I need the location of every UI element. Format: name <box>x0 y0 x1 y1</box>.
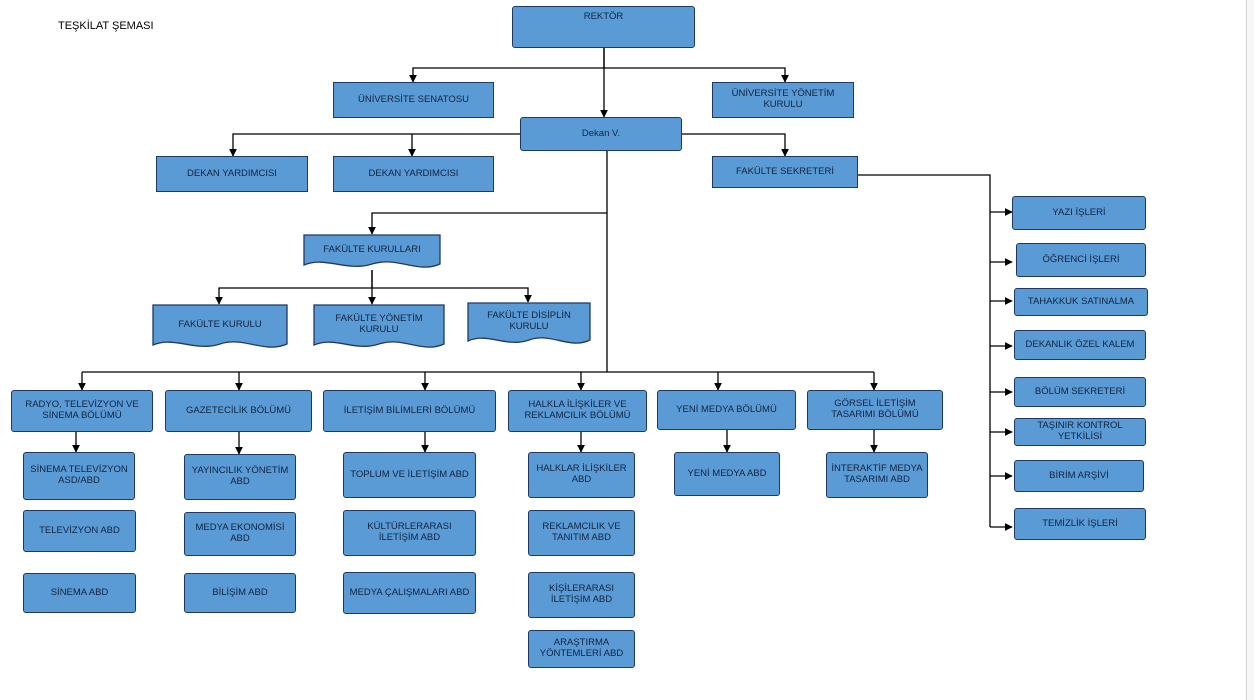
node-label: FAKÜLTE KURULU <box>178 318 262 330</box>
node-bolum-iletisim-bilimleri: İLETİŞİM BİLİMLERİ BÖLÜMÜ <box>323 390 496 432</box>
node-universite-yonetim-kurulu: ÜNİVERSİTE YÖNETİM KURULU <box>712 82 854 118</box>
node-abd-yayincilik: YAYINCILIK YÖNETİM ABD <box>184 454 296 500</box>
node-abd-interaktif-medya: İNTERAKTİF MEDYA TASARIMI ABD <box>826 452 928 498</box>
node-temizlik-isleri: TEMİZLİK İŞLERİ <box>1014 508 1146 540</box>
node-abd-kisilerarasi: KİŞİLERARASI İLETİŞİM ABD <box>528 572 635 618</box>
node-birim-arsivi: BİRİM ARŞİVİ <box>1014 460 1144 492</box>
node-dekan-yardimcisi-1: DEKAN YARDIMCISI <box>156 156 308 192</box>
node-abd-arastirma-yontemleri: ARAŞTIRMA YÖNTEMLERİ ABD <box>528 630 635 668</box>
node-label: FAKÜLTE KURULLARI <box>323 243 421 255</box>
node-abd-medya-ekonomisi: MEDYA EKONOMİSİ ABD <box>184 512 296 556</box>
node-fakulte-sekreteri: FAKÜLTE SEKRETERİ <box>712 156 858 188</box>
node-yazi-isleri: YAZI İŞLERİ <box>1012 196 1146 230</box>
node-abd-bilisim: BİLİŞİM ABD <box>184 573 296 613</box>
node-fakulte-disiplin-kurulu: FAKÜLTE DİSİPLİN KURULU <box>467 302 591 348</box>
node-tasinir-kontrol: TAŞINIR KONTROL YETKİLİSİ <box>1014 418 1146 446</box>
edge-rektor-senato <box>409 48 605 83</box>
node-abd-yeni-medya: YENİ MEDYA ABD <box>674 452 780 496</box>
document-shape-icon <box>467 302 591 344</box>
node-label: FAKÜLTE YÖNETİM KURULU <box>335 313 423 335</box>
page-title: TEŞKİLAT ŞEMASI <box>58 20 154 32</box>
edge-kurullar-kurulu <box>215 270 373 305</box>
node-dekan: Dekan V. <box>520 117 682 151</box>
node-abd-medya-calismalari: MEDYA ÇALIŞMALARI ABD <box>343 572 476 614</box>
edge-kurullar-disiplin <box>372 287 532 303</box>
edge-dekan-yrd1 <box>229 133 520 157</box>
node-abd-reklamcilik: REKLAMCILIK VE TANITIM ABD <box>528 510 635 556</box>
node-dekan-yardimcisi-2: DEKAN YARDIMCISI <box>333 156 494 192</box>
document-shape-icon <box>313 304 445 348</box>
node-abd-sinema: SİNEMA ABD <box>23 573 136 613</box>
node-ogrenci-isleri: ÖĞRENCİ İŞLERİ <box>1016 243 1146 277</box>
node-bolum-gorsel-iletisim: GÖRSEL İLETİŞİM TASARIMI BÖLÜMÜ <box>807 390 943 430</box>
node-abd-kulturlerarasi: KÜLTÜRLERARASI İLETİŞİM ABD <box>343 510 476 556</box>
node-bolum-sekreteri: BÖLÜM SEKRETERİ <box>1014 377 1146 407</box>
node-abd-televizyon: TELEVİZYON ABD <box>23 510 136 552</box>
node-bolum-gazetecilik: GAZETECİLİK BÖLÜMÜ <box>165 390 312 432</box>
node-bolum-radyo-televizyon-sinema: RADYO, TELEVİZYON VE SİNEMA BÖLÜMÜ <box>11 390 153 432</box>
node-rektor: REKTÖR <box>512 6 695 48</box>
node-abd-toplum-iletisim: TOPLUM VE İLETİŞİM ABD <box>343 452 476 498</box>
node-bolum-yeni-medya: YENİ MEDYA BÖLÜMÜ <box>657 390 796 430</box>
node-label: FAKÜLTE DİSİPLİN KURULU <box>487 310 571 332</box>
node-fakulte-kurulu: FAKÜLTE KURULU <box>152 304 288 352</box>
node-abd-halklar-iliskiler: HALKLAR İLİŞKİLER ABD <box>528 452 635 498</box>
edge-dekan-sekreter <box>682 133 789 157</box>
node-abd-sinema-televizyon: SİNEMA TELEVİZYON ASD/ABD <box>23 452 135 500</box>
document-shape-icon <box>303 234 441 268</box>
node-tahakkuk-satinalma: TAHAKKUK SATINALMA <box>1014 288 1148 316</box>
node-fakulte-yonetim-kurulu: FAKÜLTE YÖNETİM KURULU <box>313 304 445 352</box>
edge-rektor-yonetim <box>604 67 789 83</box>
node-fakulte-kurullari: FAKÜLTE KURULLARI <box>303 234 441 272</box>
edge-sekreter-bus <box>858 174 991 527</box>
node-bolum-halkla-iliskiler: HALKLA İLİŞKİLER VE REKLAMCILIK BÖLÜMÜ <box>508 390 647 432</box>
node-dekanlik-ozel-kalem: DEKANLIK ÖZEL KALEM <box>1014 330 1146 360</box>
edge-trunk-kurullar <box>368 212 607 235</box>
page-edge <box>1246 0 1254 700</box>
node-universite-senatosu: ÜNİVERSİTE SENATOSU <box>333 82 494 118</box>
document-shape-icon <box>152 304 288 348</box>
